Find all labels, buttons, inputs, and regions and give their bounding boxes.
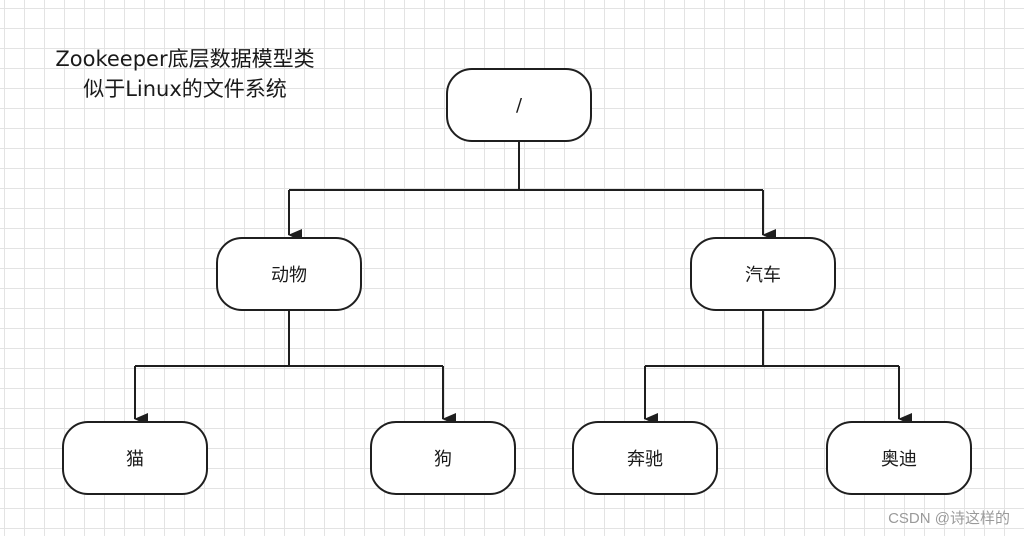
node-audi: 奥迪 xyxy=(826,421,972,495)
node-root-label: / xyxy=(515,94,523,116)
node-benz: 奔驰 xyxy=(572,421,718,495)
diagram-caption: Zookeeper底层数据模型类 似于Linux的文件系统 xyxy=(20,44,350,104)
node-root: / xyxy=(446,68,592,142)
node-cat-label: 猫 xyxy=(126,449,144,470)
watermark: CSDN @诗这样的 xyxy=(888,510,1010,527)
node-audi-label: 奥迪 xyxy=(881,449,917,470)
node-benz-label: 奔驰 xyxy=(627,449,663,470)
caption-line-2: 似于Linux的文件系统 xyxy=(83,77,287,101)
node-dog: 狗 xyxy=(370,421,516,495)
node-cars-label: 汽车 xyxy=(745,265,781,286)
node-animals-label: 动物 xyxy=(271,265,307,286)
node-dog-label: 狗 xyxy=(434,449,452,470)
node-cars: 汽车 xyxy=(690,237,836,311)
node-animals: 动物 xyxy=(216,237,362,311)
node-cat: 猫 xyxy=(62,421,208,495)
caption-line-1: Zookeeper底层数据模型类 xyxy=(55,47,315,71)
